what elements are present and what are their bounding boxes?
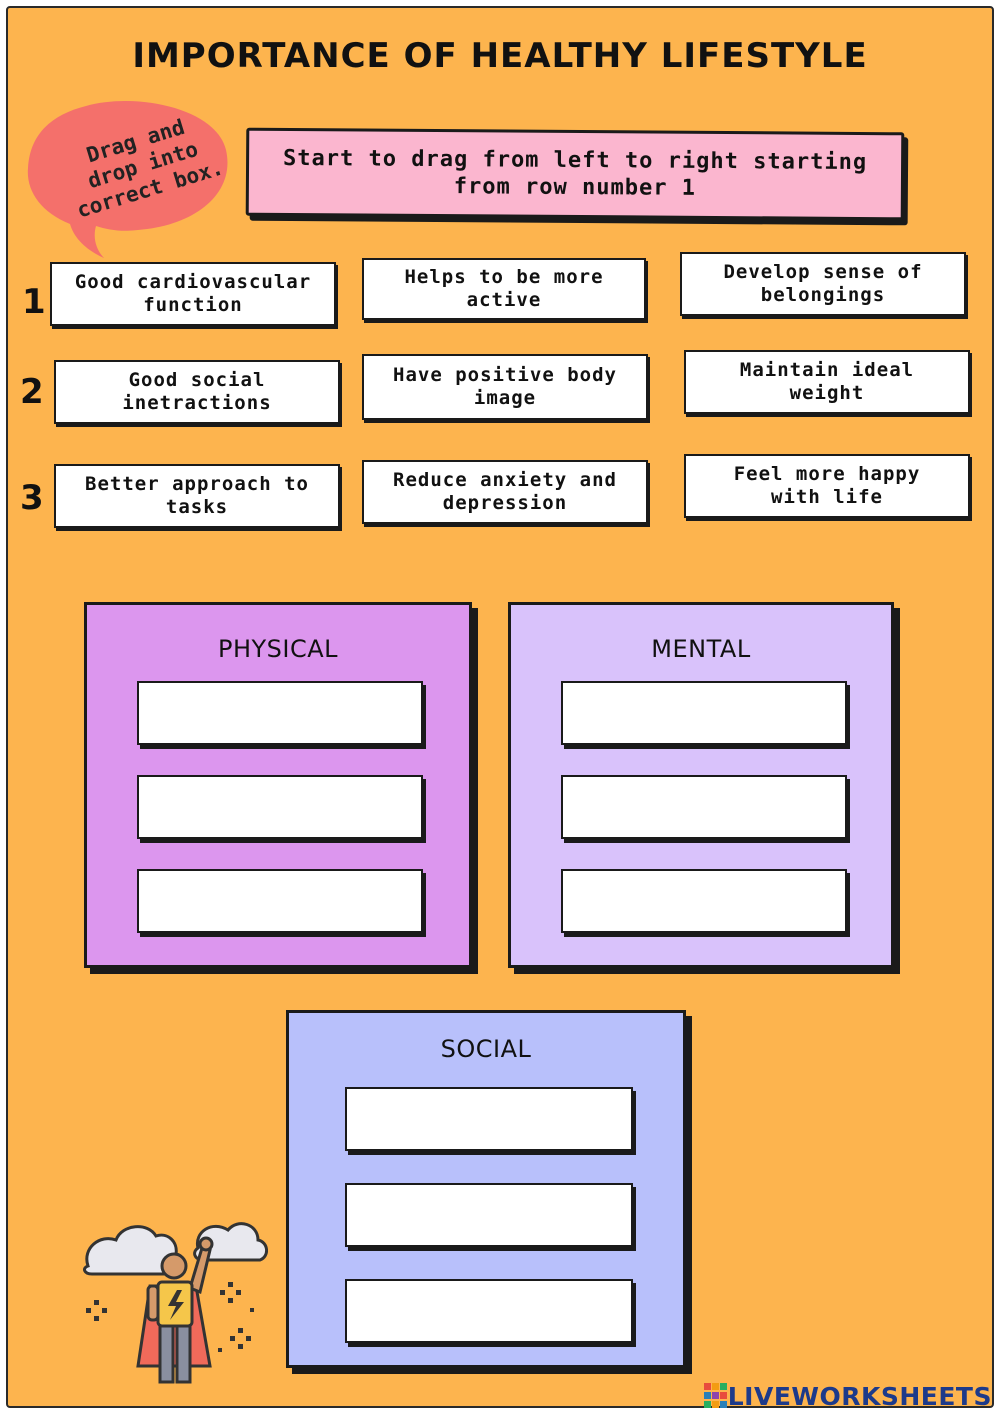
page-title: IMPORTANCE OF HEALTHY LIFESTYLE <box>132 36 868 76</box>
brand-name: LIVEWORKSHEETS <box>727 1381 992 1411</box>
physical-drop-slot-3[interactable] <box>137 869 423 933</box>
mental-drop-slot-3[interactable] <box>561 869 847 933</box>
card-label: Maintain ideal weight <box>739 359 915 404</box>
card-label: Helps to be more active <box>404 266 604 311</box>
liveworksheets-logo[interactable]: LIVEWORKSHEETS <box>703 1381 992 1411</box>
instruction-text: Start to drag from left to right startin… <box>282 145 868 201</box>
mental-drop-slot-1[interactable] <box>561 681 847 745</box>
drag-drop-hint-bubble: Drag and drop into correct box. <box>26 98 232 258</box>
instruction-banner: Start to drag from left to right startin… <box>245 127 905 221</box>
drag-card-better-approach-to-tasks[interactable]: Better approach to tasks <box>54 464 340 528</box>
drag-card-develop-sense-of-belongings[interactable]: Develop sense of belongings <box>680 252 966 316</box>
row-number-3: 3 <box>20 478 44 518</box>
physical-drop-slot-2[interactable] <box>137 775 423 839</box>
mental-drop-panel: MENTAL <box>508 602 894 968</box>
card-label: Better approach to tasks <box>85 473 309 518</box>
drag-card-good-social-inetractions[interactable]: Good social inetractions <box>54 360 340 424</box>
drag-card-reduce-anxiety-and-depression[interactable]: Reduce anxiety and depression <box>362 460 648 524</box>
liveworksheets-logo-icon <box>703 1383 727 1408</box>
card-label: Develop sense of belongings <box>723 261 923 306</box>
social-drop-slot-3[interactable] <box>345 1279 633 1343</box>
social-drop-panel: SOCIAL <box>286 1010 686 1368</box>
mental-drop-slot-2[interactable] <box>561 775 847 839</box>
row-number-2: 2 <box>20 372 44 412</box>
speech-bubble-shape <box>27 101 228 258</box>
drag-card-good-cardiovascular-function[interactable]: Good cardiovascular function <box>50 262 336 326</box>
card-label: Feel more happy with life <box>733 463 921 508</box>
drag-card-helps-to-be-more-active[interactable]: Helps to be more active <box>362 258 646 320</box>
card-label: Good cardiovascular function <box>74 271 312 316</box>
card-label: Have positive body image <box>393 364 617 409</box>
drag-card-maintain-ideal-weight[interactable]: Maintain ideal weight <box>684 350 970 414</box>
card-label: Reduce anxiety and depression <box>393 469 617 514</box>
social-drop-slot-2[interactable] <box>345 1183 633 1247</box>
drag-card-have-positive-body-image[interactable]: Have positive body image <box>362 354 648 420</box>
row-number-1: 1 <box>22 282 46 322</box>
social-drop-slot-1[interactable] <box>345 1087 633 1151</box>
panel-title-social: SOCIAL <box>440 1035 532 1063</box>
physical-drop-panel: PHYSICAL <box>84 602 472 968</box>
physical-drop-slot-1[interactable] <box>137 681 423 745</box>
panel-title-mental: MENTAL <box>651 635 751 663</box>
superhero-icon <box>78 1208 268 1393</box>
drag-card-feel-more-happy-with-life[interactable]: Feel more happy with life <box>684 454 970 518</box>
panel-title-physical: PHYSICAL <box>217 635 339 663</box>
card-label: Good social inetractions <box>122 369 272 414</box>
